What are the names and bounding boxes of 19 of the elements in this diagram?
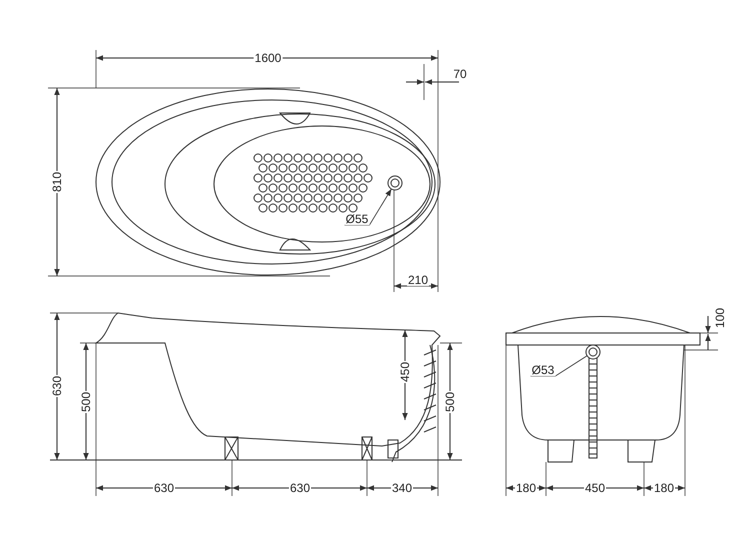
- dimension-label: 180: [514, 482, 538, 494]
- diameter-label: Ø55: [344, 213, 370, 225]
- dimension-label: 450: [584, 482, 606, 494]
- dimension-label: 630: [288, 482, 312, 494]
- dimension-label: 810: [51, 170, 63, 194]
- dimension-label: 630: [51, 374, 63, 398]
- dimension-label: 630: [152, 482, 176, 494]
- dimension-label: 340: [390, 482, 414, 494]
- dimension-label: 450: [399, 360, 411, 384]
- dimension-label: 100: [714, 306, 726, 330]
- dimension-label: 1600: [254, 52, 282, 64]
- dimension-label: 180: [652, 482, 676, 494]
- dimension-label: 500: [80, 390, 92, 414]
- dimension-label: 210: [406, 274, 430, 286]
- drain-hole: [586, 344, 600, 360]
- diameter-label: Ø53: [530, 364, 556, 376]
- dimension-label: 70: [452, 68, 468, 80]
- dimension-label: 500: [444, 390, 456, 414]
- drain-hole: [388, 176, 402, 190]
